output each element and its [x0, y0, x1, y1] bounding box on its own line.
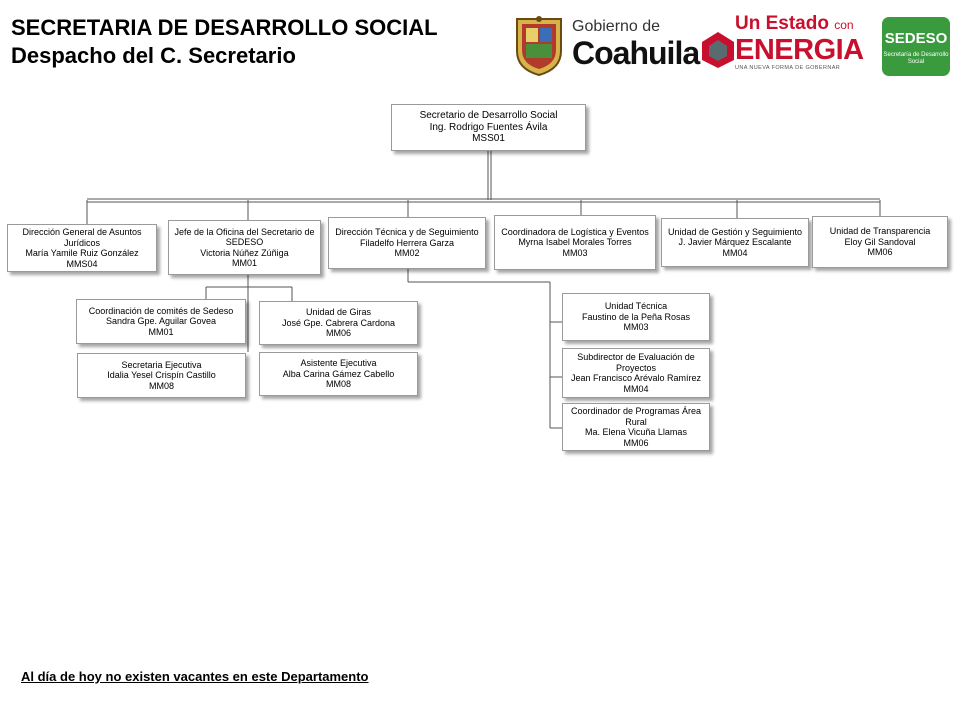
- energia-logo: Un Estado con ENERGIA UNA NUEVA FORMA DE…: [735, 14, 864, 72]
- box-person: María Yamile Ruiz González: [25, 248, 139, 258]
- box-title: Subdirector de Evaluación de Proyectos: [577, 352, 695, 373]
- box-code: MM04: [722, 247, 748, 258]
- box-code: MM06: [623, 437, 649, 448]
- box-code: MM01: [231, 258, 257, 268]
- box-title: Asistente Ejecutiva: [300, 358, 377, 369]
- org-box-logistica: Coordinadora de Logística y Eventos Myrn…: [494, 215, 656, 270]
- box-title: Coordinación de comités de Sedeso: [88, 305, 234, 316]
- sedeso-logo-subtitle: Secretaría de Desarrollo Social: [883, 52, 949, 65]
- org-box-programas-rural: Coordinador de Programas Área Rural Ma. …: [562, 403, 710, 451]
- box-person: J. Javier Márquez Escalante: [678, 237, 792, 248]
- box-person: Victoria Núñez Zúñiga: [200, 247, 289, 258]
- title-line-1: SECRETARIA DE DESARROLLO SOCIAL: [11, 15, 438, 40]
- box-person: Faustino de la Peña Rosas: [581, 311, 691, 322]
- org-box-juridicos: Dirección General de Asuntos Jurídicos M…: [7, 224, 157, 272]
- org-box-gestion-seguimiento: Unidad de Gestión y Seguimiento J. Javie…: [661, 218, 809, 267]
- box-code: MM08: [148, 380, 174, 391]
- box-person: Filadelfo Herrera Garza: [359, 237, 455, 248]
- sedeso-logo: SEDESO Secretaría de Desarrollo Social: [882, 17, 950, 76]
- box-code: MM01: [148, 326, 174, 337]
- page-title: SECRETARIA DE DESARROLLO SOCIAL Despacho…: [11, 14, 438, 70]
- box-title: Coordinador de Programas Área Rural: [570, 406, 702, 427]
- box-code: MM06: [867, 247, 893, 258]
- box-title: Coordinadora de Logística y Eventos: [501, 226, 649, 237]
- box-title: Dirección Técnica y de Seguimiento: [335, 227, 479, 238]
- energia-top-small: con: [834, 18, 854, 32]
- energia-logo-top: Un Estado con: [735, 14, 860, 35]
- box-code: MSS01: [472, 133, 505, 145]
- box-person: Idalia Yesel Crispín Castillo: [107, 370, 216, 381]
- energia-star-icon: [702, 32, 734, 68]
- energia-logo-tagline: UNA NUEVA FORMA DE GOBERNAR: [735, 65, 841, 71]
- box-title: Unidad de Gestión y Seguimiento: [667, 226, 803, 237]
- box-code: MM03: [623, 322, 649, 333]
- box-code: MM03: [562, 247, 588, 258]
- box-person: Jean Francisco Arévalo Ramírez: [570, 373, 702, 383]
- box-title: Unidad de Giras: [305, 307, 372, 318]
- box-code: MM08: [325, 379, 351, 390]
- coahuila-logo: Gobierno de Coahuila: [572, 18, 700, 71]
- box-code: MM06: [325, 328, 351, 339]
- box-code: MMS04: [66, 258, 98, 269]
- org-box-secretaria-ejecutiva: Secretaria Ejecutiva Idalia Yesel Crispí…: [77, 353, 246, 398]
- box-title: Dirección General de Asuntos Jurídicos: [22, 227, 142, 248]
- org-box-comites: Coordinación de comités de Sedeso Sandra…: [76, 299, 246, 344]
- box-person: Ing. Rodrigo Fuentes Ávila: [429, 121, 548, 133]
- org-box-transparencia: Unidad de Transparencia Eloy Gil Sandova…: [812, 216, 948, 268]
- org-box-asistente-ejecutiva: Asistente Ejecutiva Alba Carina Gámez Ca…: [259, 352, 418, 396]
- org-box-evaluacion-proyectos: Subdirector de Evaluación de Proyectos J…: [562, 348, 710, 398]
- coahuila-logo-small: Gobierno de: [572, 18, 661, 35]
- box-person: Ma. Elena Vicuña Llamas: [585, 427, 687, 437]
- box-person: Alba Carina Gámez Cabello: [282, 368, 395, 379]
- box-code: MM02: [394, 248, 420, 259]
- box-code: MM04: [623, 383, 649, 394]
- org-box-oficina-secretario: Jefe de la Oficina del Secretario de SED…: [168, 220, 321, 275]
- box-person: José Gpe. Cabrera Cardona: [281, 317, 396, 328]
- coahuila-logo-big: Coahuila: [572, 35, 700, 71]
- coahuila-coat-of-arms-logo: [516, 16, 562, 77]
- box-person: Sandra Gpe. Aguilar Govea: [105, 316, 217, 327]
- sedeso-logo-name: SEDESO: [884, 30, 948, 47]
- footer-note: Al día de hoy no existen vacantes en est…: [21, 669, 369, 684]
- org-box-secretario: Secretario de Desarrollo Social Ing. Rod…: [391, 104, 586, 151]
- energia-logo-main: ENERGIA: [735, 34, 864, 66]
- box-title: Jefe de la Oficina del Secretario de SED…: [174, 226, 315, 248]
- org-box-direccion-tecnica: Dirección Técnica y de Seguimiento Filad…: [328, 217, 486, 269]
- org-box-giras: Unidad de Giras José Gpe. Cabrera Cardon…: [259, 301, 418, 345]
- box-title: Unidad Técnica: [604, 301, 668, 312]
- box-title: Secretario de Desarrollo Social: [419, 110, 558, 122]
- box-person: Eloy Gil Sandoval: [844, 236, 916, 247]
- energia-top-text: Un Estado: [735, 13, 829, 34]
- org-box-unidad-tecnica: Unidad Técnica Faustino de la Peña Rosas…: [562, 293, 710, 341]
- box-person: Myrna Isabel Morales Torres: [518, 237, 632, 248]
- box-title: Unidad de Transparencia: [829, 226, 931, 237]
- title-line-2: Despacho del C. Secretario: [11, 43, 296, 68]
- box-title: Secretaria Ejecutiva: [121, 359, 202, 370]
